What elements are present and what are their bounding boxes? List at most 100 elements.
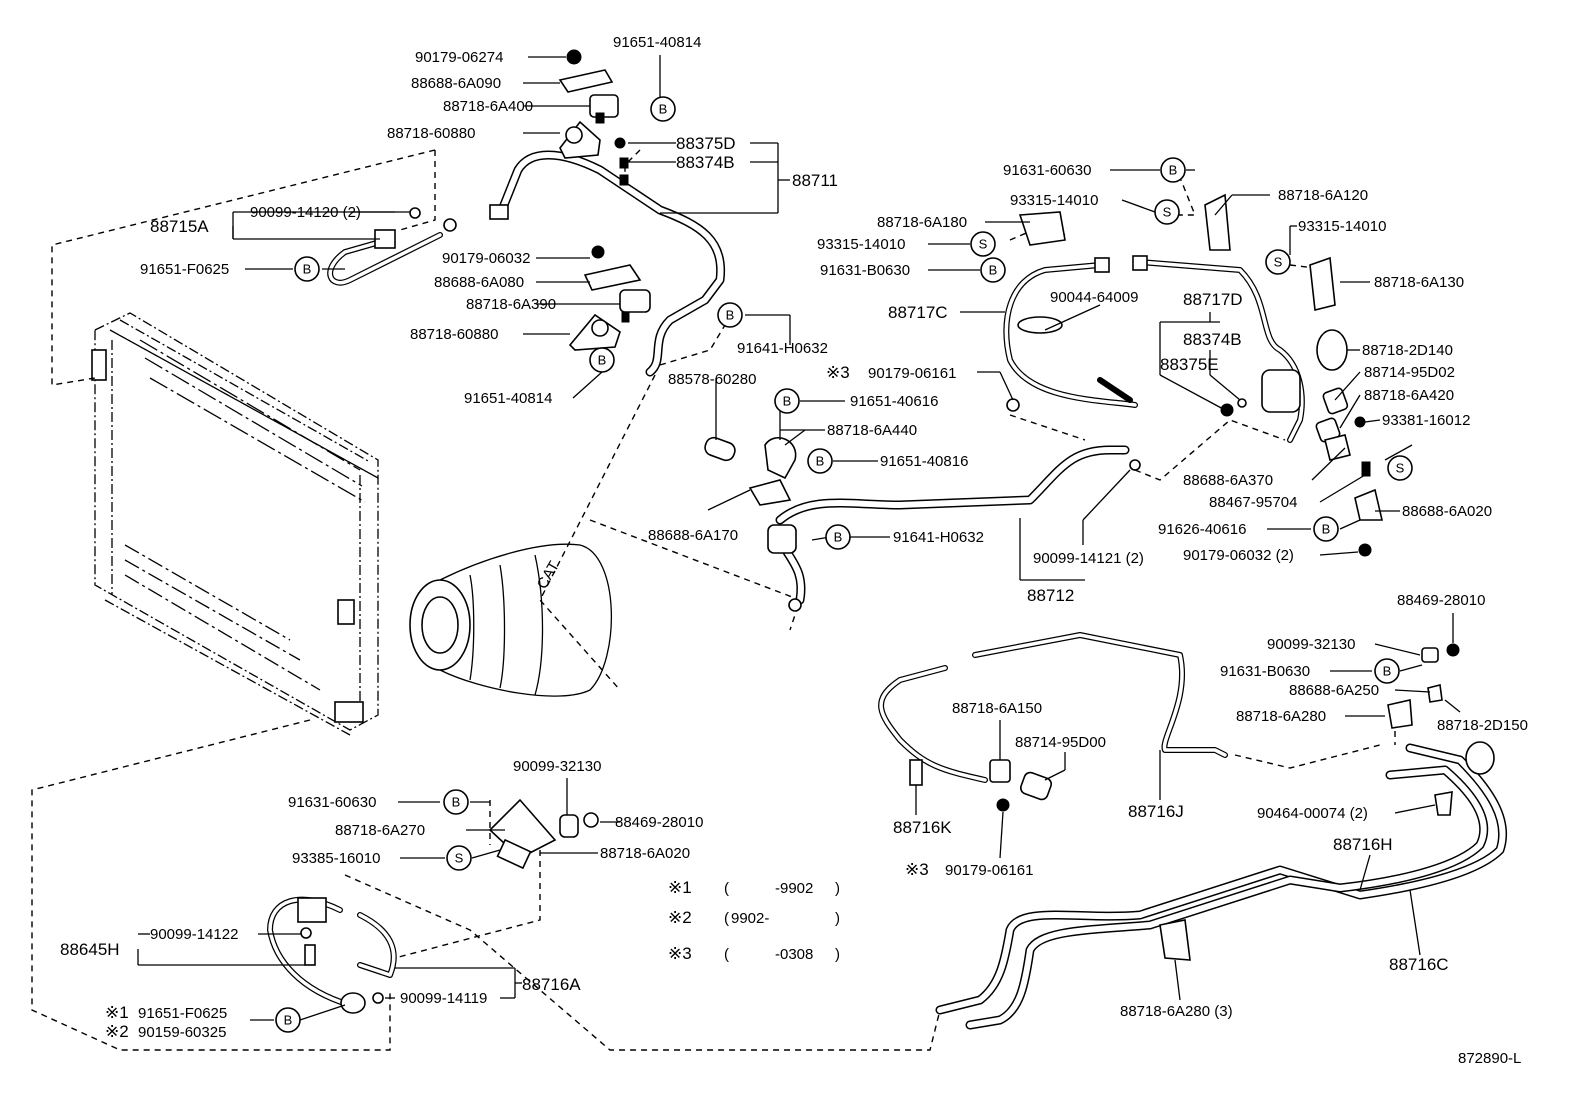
- part-label-88712: 88712: [1027, 586, 1074, 605]
- part-label-93315-14010: 93315-14010: [1010, 192, 1098, 209]
- svg-text:B: B: [303, 262, 312, 277]
- pipe-88712: [767, 445, 1130, 605]
- part-label-88688-6A170: 88688-6A170: [648, 527, 738, 544]
- note-row-2-range: 9902-: [731, 910, 769, 927]
- part-label-88688-6A090: 88688-6A090: [411, 75, 501, 92]
- pipe-88716H-88716C: [935, 743, 1508, 1030]
- part-label-93315-14010-c: 93315-14010: [1298, 218, 1386, 235]
- diagram-code: 872890-L: [1458, 1050, 1521, 1067]
- svg-text:B: B: [598, 353, 607, 368]
- svg-text:B: B: [783, 394, 792, 409]
- part-label-88688-6A250: 88688-6A250: [1289, 682, 1379, 699]
- circle-b-marker: B: [589, 347, 615, 373]
- part-label-91631-B0630: 91631-B0630: [820, 262, 910, 279]
- svg-text:S: S: [979, 237, 988, 252]
- part-label-91651-40816: 91651-40816: [880, 453, 968, 470]
- svg-text:B: B: [1383, 664, 1392, 679]
- circle-b-marker: B: [807, 448, 833, 474]
- circle-s-marker: S: [1387, 455, 1413, 481]
- svg-text:B: B: [659, 102, 668, 117]
- circle-s-marker: S: [970, 231, 996, 257]
- part-label-88718-6A020: 88718-6A020: [600, 845, 690, 862]
- circle-b-marker: B: [275, 1007, 301, 1033]
- part-label-90464-00074: 90464-00074 (2): [1257, 805, 1368, 822]
- part-label-93385-16010: 93385-16010: [292, 850, 380, 867]
- circle-b-marker: B: [717, 302, 743, 328]
- pipe-88716A: [267, 896, 397, 1014]
- part-label-88688-6A020: 88688-6A020: [1402, 503, 1492, 520]
- note-marker-2-lower: ※2: [105, 1022, 129, 1041]
- part-label-91631-60630-lower: 91631-60630: [288, 794, 376, 811]
- circle-b-marker: B: [774, 388, 800, 414]
- part-label-88688-6A080: 88688-6A080: [434, 274, 524, 291]
- part-label-88688-6A370: 88688-6A370: [1183, 472, 1273, 489]
- part-label-91651-F0625: 91651-F0625: [140, 261, 229, 278]
- note-row-3-close: ): [835, 946, 840, 963]
- part-label-93315-14010-b: 93315-14010: [817, 236, 905, 253]
- condenser-bracket-top: [91, 349, 107, 381]
- leader-lines: [137, 55, 1461, 1021]
- part-label-88718-6A420: 88718-6A420: [1364, 387, 1454, 404]
- note-row-3: ※3 ( -0308 ): [668, 944, 840, 963]
- part-label-91626-40616: 91626-40616: [1158, 521, 1246, 538]
- note-row-3-range: -0308: [775, 946, 813, 963]
- part-label-88718-6A280: 88718-6A280: [1236, 708, 1326, 725]
- note-row-1-range: -9902: [775, 880, 813, 897]
- note-marker-3-lower: ※3: [905, 860, 929, 879]
- condenser-bracket-mid: [337, 599, 355, 625]
- condenser-fins: [124, 339, 366, 691]
- part-label-88718-60880: 88718-60880: [387, 125, 475, 142]
- svg-text:B: B: [1322, 522, 1331, 537]
- part-labels: 90179-06274 91651-40814 88688-6A090 8871…: [60, 34, 1528, 1041]
- part-label-90179-06032-2: 90179-06032 (2): [1183, 547, 1294, 564]
- guide-lines: [31, 149, 1396, 1051]
- part-label-91651-40814: 91651-40814: [613, 34, 701, 51]
- part-label-88718-60880-lower: 88718-60880: [410, 326, 498, 343]
- part-label-88718-6A280-3: 88718-6A280 (3): [1120, 1003, 1233, 1020]
- part-label-88718-6A440: 88718-6A440: [827, 422, 917, 439]
- circle-b-marker: B: [825, 524, 851, 550]
- svg-text:B: B: [726, 308, 735, 323]
- part-label-91631-B0630-right: 91631-B0630: [1220, 663, 1310, 680]
- part-label-90179-06274: 90179-06274: [415, 49, 503, 66]
- part-label-88716H: 88716H: [1333, 835, 1393, 854]
- part-label-88717C: 88717C: [888, 303, 948, 322]
- part-label-88718-6A150: 88718-6A150: [952, 700, 1042, 717]
- pressure-switch-body: [297, 897, 327, 923]
- note-row-2-mark: ※2: [668, 908, 692, 927]
- pipe-88715A: [327, 229, 443, 286]
- part-label-90179-06161-lower: 90179-06161: [945, 862, 1033, 879]
- date-notes-legend: ※1 ( -9902 ) ※2 ( 9902- ) ※3 ( -0308 ): [668, 878, 840, 963]
- part-label-90179-06161: 90179-06161: [868, 365, 956, 382]
- part-label-88714-95D00: 88714-95D00: [1015, 734, 1106, 751]
- part-label-90099-14119: 90099-14119: [400, 990, 487, 1007]
- pipe-88717D: [1132, 255, 1305, 443]
- note-row-2-close: ): [835, 910, 840, 927]
- circle-b-marker: B: [1374, 658, 1400, 684]
- part-label-88718-6A130: 88718-6A130: [1374, 274, 1464, 291]
- part-label-88716C: 88716C: [1389, 955, 1449, 974]
- circle-s-marker: S: [446, 845, 472, 871]
- note-row-3-open: (: [724, 946, 729, 963]
- svg-text:S: S: [1396, 461, 1405, 476]
- part-label-88717D: 88717D: [1183, 290, 1243, 309]
- circle-b-marker: B: [443, 789, 469, 815]
- part-label-90099-32130: 90099-32130: [1267, 636, 1355, 653]
- part-label-91631-60630: 91631-60630: [1003, 162, 1091, 179]
- part-label-88375E: 88375E: [1160, 355, 1219, 374]
- circle-b-marker: B: [650, 96, 676, 122]
- svg-text:S: S: [455, 851, 464, 866]
- part-label-88469-28010: 88469-28010: [1397, 592, 1485, 609]
- note-row-2-open: (: [724, 910, 729, 927]
- part-label-91651-F0625-lower: 91651-F0625: [138, 1005, 227, 1022]
- part-label-90044-64009: 90044-64009: [1050, 289, 1138, 306]
- part-label-88374B: 88374B: [676, 153, 735, 172]
- note-row-1-open: (: [724, 880, 729, 897]
- part-label-90179-06032: 90179-06032: [442, 250, 530, 267]
- circle-b-marker: B: [1313, 516, 1339, 542]
- small-parts: [300, 49, 1495, 1004]
- svg-text:B: B: [284, 1013, 293, 1028]
- part-label-88718-6A270: 88718-6A270: [335, 822, 425, 839]
- part-label-88711: 88711: [792, 171, 838, 190]
